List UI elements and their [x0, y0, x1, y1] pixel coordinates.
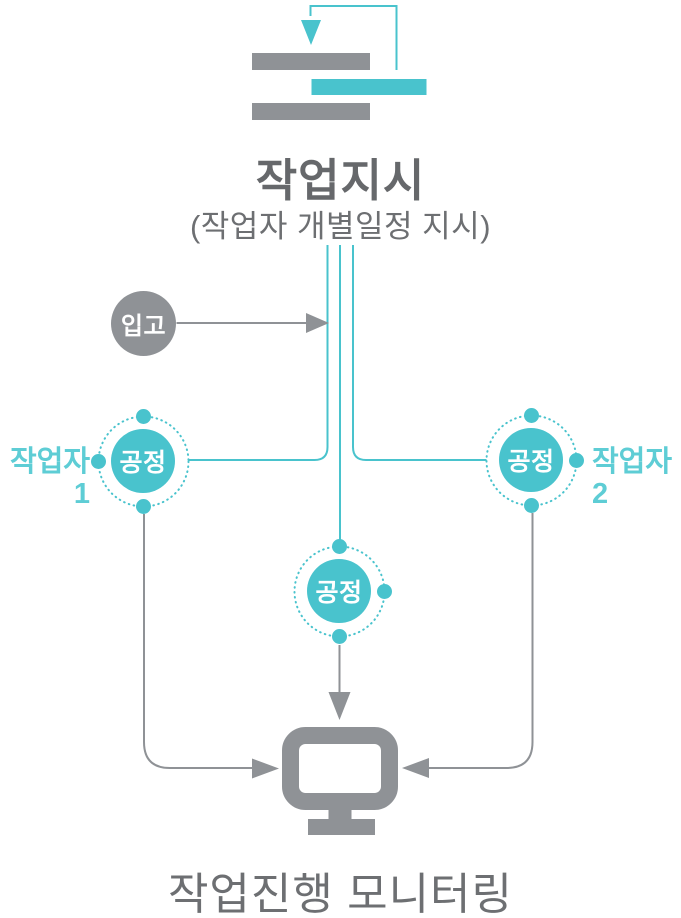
- left-arrowhead-right: [252, 758, 279, 779]
- loop-arrowhead-down: [301, 20, 321, 45]
- node-process-right: 공정: [499, 428, 563, 492]
- orbit-dot: [524, 498, 539, 513]
- orbit-dot: [377, 584, 392, 599]
- work-order-connectors: [189, 245, 487, 540]
- node-process-center: 공정: [307, 559, 371, 623]
- node-incoming: 입고: [111, 291, 176, 356]
- node-process-left: 공정: [111, 429, 175, 493]
- orbit-dot: [91, 454, 106, 469]
- node-process-right-label: 공정: [507, 448, 555, 476]
- gantt-bar-top: [252, 53, 370, 70]
- monitor-base: [308, 819, 375, 835]
- gantt-bar-middle: [311, 79, 427, 95]
- monitor-screen: [282, 727, 398, 810]
- orbit-dot: [524, 408, 539, 423]
- footer-title: 작업진행 모니터링: [167, 870, 514, 918]
- monitor-neck: [328, 808, 352, 821]
- orbit-dot: [332, 539, 347, 554]
- page-title: 작업지시: [255, 155, 426, 206]
- monitoring-connectors: [143, 513, 534, 779]
- process-left-orbit: [91, 409, 190, 514]
- left-process-to-monitor-line: [143, 514, 252, 769]
- gantt-bar-bottom: [252, 103, 370, 120]
- right-process-to-monitor-line: [429, 513, 534, 769]
- node-process-left-label: 공정: [119, 449, 167, 477]
- orbit-dot: [136, 409, 151, 424]
- orbit-dot: [136, 499, 151, 514]
- process-center-orbit: [293, 539, 392, 644]
- connector-to-left-process: [189, 245, 329, 461]
- process-right-orbit: [485, 408, 584, 513]
- worker1-label: 작업자1: [9, 446, 90, 510]
- orbit-dot: [332, 629, 347, 644]
- orbit-dot: [569, 453, 584, 468]
- computer-monitor-icon: [282, 727, 398, 835]
- loop-arrow-line: [309, 5, 398, 70]
- incoming-arrow: [176, 313, 329, 333]
- gantt-schedule-loop-icon: [252, 5, 427, 120]
- connector-to-right-process: [352, 245, 487, 461]
- worker2-label: 작업자2: [592, 446, 673, 510]
- right-arrowhead-left: [402, 758, 429, 778]
- node-process-center-label: 공정: [315, 579, 363, 607]
- page-subtitle: (작업자 개별일정 지시): [189, 209, 492, 244]
- incoming-arrowhead: [306, 313, 329, 333]
- node-incoming-label: 입고: [120, 313, 167, 340]
- center-arrowhead-down: [328, 692, 351, 720]
